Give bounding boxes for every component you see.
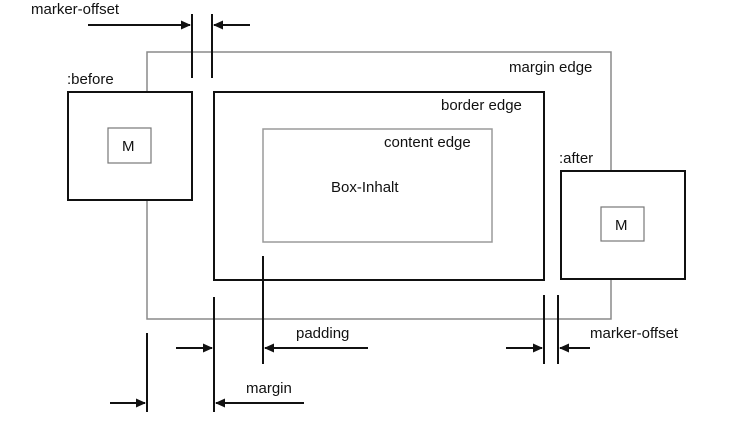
box-content-label: Box-Inhalt (331, 179, 399, 196)
before-marker-glyph: M (122, 138, 135, 155)
content-edge-label: content edge (384, 134, 471, 151)
margin-label: margin (246, 380, 292, 397)
after-label: :after (559, 150, 593, 167)
after-marker-glyph-box (600, 206, 645, 242)
margin-edge-label: margin edge (509, 59, 592, 76)
border-edge-label: border edge (441, 97, 522, 114)
before-marker-glyph-box (107, 127, 152, 164)
margin-edge-box (146, 51, 612, 320)
marker-offset-bottom-label: marker-offset (590, 325, 679, 342)
content-edge-box (262, 128, 493, 243)
after-marker-glyph: M (615, 217, 628, 234)
before-label: :before (67, 71, 114, 88)
padding-label: padding (296, 325, 349, 342)
border-edge-box (213, 91, 545, 281)
marker-offset-top-label: marker-offset (31, 1, 120, 18)
